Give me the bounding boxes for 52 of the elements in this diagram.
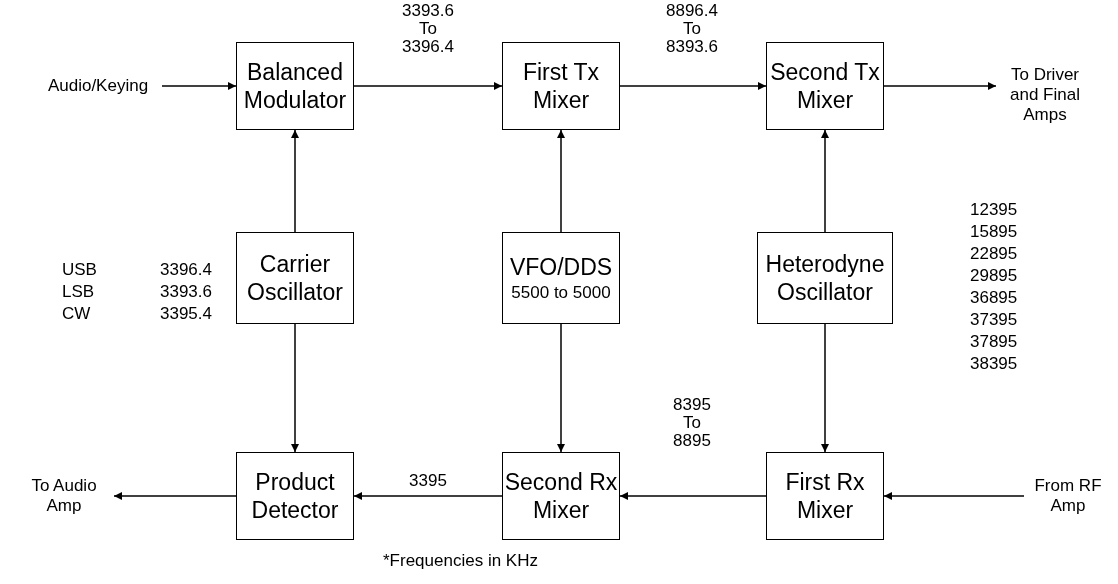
- block-title: First Rx Mixer: [784, 468, 866, 524]
- block-title: Heterodyne Oscillator: [764, 250, 886, 306]
- terminal-label: To Audio Amp: [30, 476, 98, 516]
- arrow: [291, 323, 299, 453]
- arrow: [291, 129, 299, 233]
- arrow: [113, 492, 237, 500]
- frequency-label: 37895: [970, 332, 1018, 352]
- block-title: Second Rx Mixer: [503, 468, 619, 524]
- frequency-label: 29895: [970, 266, 1018, 286]
- block-box: [757, 232, 893, 324]
- arrow: [883, 492, 1025, 500]
- arrow: [619, 82, 767, 90]
- arrow: [821, 129, 829, 233]
- arrow: [161, 82, 237, 90]
- frequency-label: CW: [62, 304, 91, 324]
- arrow: [353, 82, 503, 90]
- block-box: [236, 232, 354, 324]
- block-title: VFO/DDS: [509, 253, 613, 281]
- block-box: [502, 42, 620, 130]
- frequency-label: 37395: [970, 310, 1018, 330]
- terminal-label: To Driver and Final Amps: [1009, 65, 1081, 125]
- block-box: [502, 232, 620, 324]
- frequency-label: 12395: [970, 200, 1018, 220]
- frequency-range: 5500 to 5000: [511, 283, 611, 303]
- arrow: [353, 492, 503, 500]
- block-box: [502, 452, 620, 540]
- frequency-label: 22895: [970, 244, 1018, 264]
- block-box: [766, 452, 884, 540]
- block-box: [766, 42, 884, 130]
- arrow: [557, 323, 565, 453]
- block-title: Product Detector: [250, 468, 340, 524]
- block-title: Balanced Modulator: [242, 58, 348, 114]
- footnote: *Frequencies in KHz: [383, 551, 538, 571]
- block-title: Second Tx Mixer: [769, 58, 881, 114]
- terminal-label: Audio/Keying: [47, 76, 149, 96]
- frequency-label: 3396.4: [160, 260, 212, 280]
- frequency-label: 38395: [970, 354, 1018, 374]
- block-box: [236, 42, 354, 130]
- frequency-label: LSB: [62, 282, 95, 302]
- frequency-label: 15895: [970, 222, 1018, 242]
- block-title: First Tx Mixer: [521, 58, 601, 114]
- frequency-label: USB: [62, 260, 97, 280]
- arrow: [883, 82, 997, 90]
- terminal-label: From RF Amp: [1033, 476, 1103, 516]
- frequency-label: 36895: [970, 288, 1018, 308]
- arrow: [619, 492, 767, 500]
- frequency-label: 3393.6: [160, 282, 212, 302]
- block-box: [236, 452, 354, 540]
- arrow: [557, 129, 565, 233]
- frequency-label: 3395.4: [160, 304, 212, 324]
- block-title: Carrier Oscillator: [246, 250, 344, 306]
- arrow: [821, 323, 829, 453]
